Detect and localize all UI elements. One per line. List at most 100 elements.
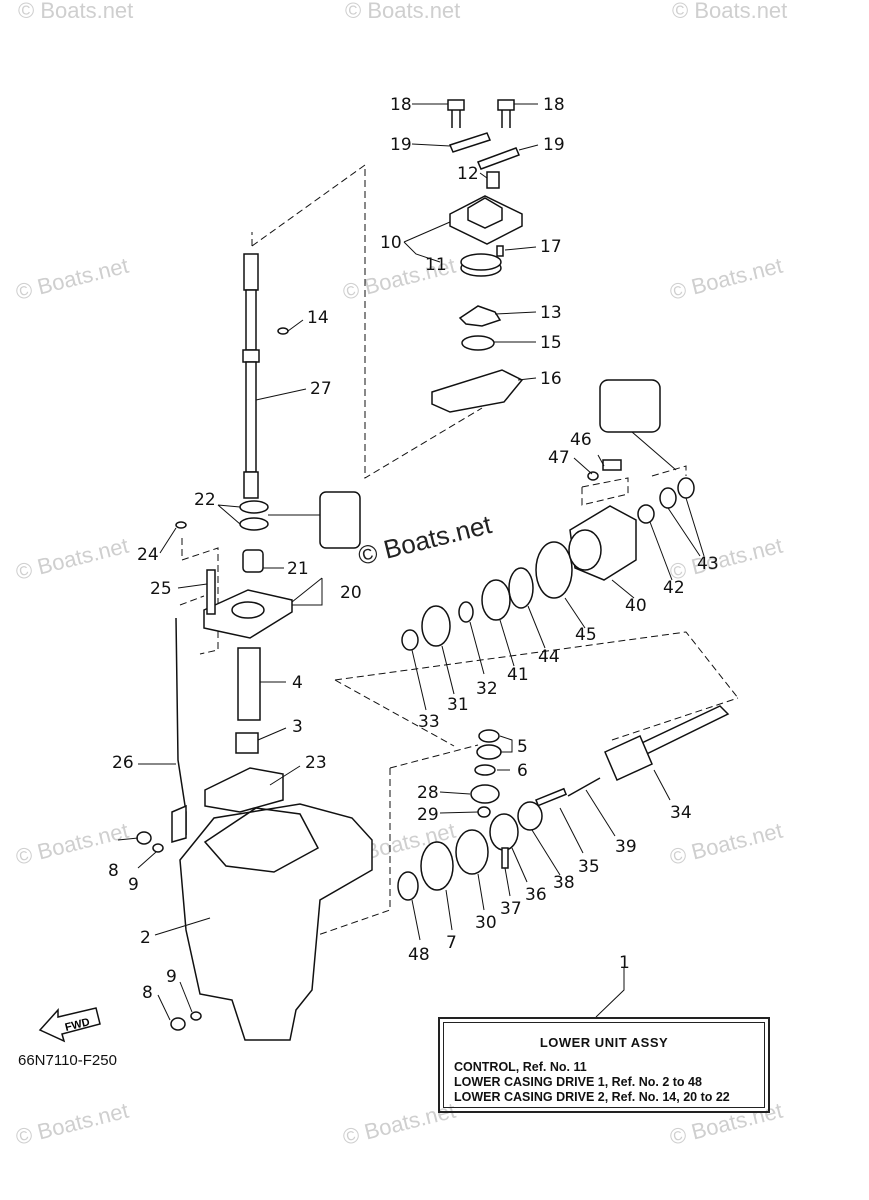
watermark: © Boats.net: [13, 1098, 131, 1150]
oil-seal-43a: [659, 487, 677, 509]
reverse-gear-30: [455, 829, 489, 875]
info-box-inner: LOWER UNIT ASSY CONTROL, Ref. No. 11 LOW…: [443, 1022, 765, 1108]
callout-25: 25: [150, 579, 172, 599]
bearing-41: [481, 579, 511, 621]
callout-47: 47: [548, 448, 570, 468]
callout-46: 46: [570, 430, 592, 450]
callout-39: 39: [615, 837, 637, 857]
callout-43: 43: [697, 554, 719, 574]
watermark: © Boats.net: [667, 533, 785, 585]
callout-23: 23: [305, 753, 327, 773]
fwd-arrow-icon: FWD: [38, 1007, 101, 1043]
clutch-36: [489, 813, 519, 851]
info-box-line: CONTROL, Ref. No. 11: [454, 1060, 587, 1074]
watermark: © Boats.net: [672, 0, 787, 23]
oil-seal-43b: [677, 477, 695, 499]
callout-6: 6: [517, 761, 528, 781]
washer-47: [587, 471, 599, 481]
nut-29: [477, 806, 491, 818]
drive-shaft-group: [171, 253, 361, 843]
shim-6: [474, 764, 496, 776]
watermark: © Boats.net: [13, 253, 131, 305]
callout-18: 18: [543, 95, 565, 115]
watermark: © Boats.net: [345, 0, 460, 23]
info-box-line: LOWER CASING DRIVE 1, Ref. No. 2 to 48: [454, 1075, 702, 1089]
info-box-title: LOWER UNIT ASSY: [539, 1035, 669, 1050]
plate-19-left: [448, 132, 492, 153]
grommet-3: [235, 732, 259, 754]
key-14: [277, 327, 289, 335]
bushing-21: [242, 549, 264, 573]
bearing-22b: [239, 517, 269, 531]
callout-26: 26: [112, 753, 134, 773]
callout-10: 10: [380, 233, 402, 253]
watermark: © Boats.net: [18, 0, 133, 23]
oring-44: [508, 567, 534, 609]
callout-42: 42: [663, 578, 685, 598]
callout-28: 28: [417, 783, 439, 803]
insert-12: [486, 171, 500, 189]
gasket-23: [204, 767, 284, 813]
callout-34: 34: [670, 803, 692, 823]
washer-48: [397, 871, 419, 901]
bolt-18-left: [451, 110, 461, 128]
oring-15: [461, 335, 495, 351]
callout-9: 9: [166, 967, 177, 987]
bolt-18-right-head: [497, 99, 515, 111]
callout-37: 37: [500, 899, 522, 919]
oil-seal-housing-20: [203, 589, 293, 639]
callout-16: 16: [540, 369, 562, 389]
bearing-5a: [478, 729, 500, 743]
callout-30: 30: [475, 913, 497, 933]
callout-15: 15: [540, 333, 562, 353]
seal-detail-bubble: [319, 491, 361, 549]
water-tube-4: [237, 647, 261, 721]
bolt-46: [602, 459, 622, 471]
callout-36: 36: [525, 885, 547, 905]
callout-19: 19: [390, 135, 412, 155]
fwd-label: FWD: [64, 1016, 91, 1034]
watermark: © Boats.net: [13, 533, 131, 585]
callout-12: 12: [457, 164, 479, 184]
oring-45: [535, 541, 573, 599]
callout-29: 29: [417, 805, 439, 825]
gasket-9-lower: [190, 1011, 202, 1021]
cc-detail-bubble: [599, 379, 661, 433]
callout-1: 1: [619, 953, 630, 973]
callout-35: 35: [578, 857, 600, 877]
callout-11: 11: [425, 255, 447, 275]
callout-44: 44: [538, 647, 560, 667]
callout-21: 21: [287, 559, 309, 579]
bearing-7: [420, 841, 454, 891]
callout-9: 9: [128, 875, 139, 895]
slider-35: [535, 787, 568, 807]
callout-13: 13: [540, 303, 562, 323]
callout-18: 18: [390, 95, 412, 115]
plug-8-lower: [170, 1017, 186, 1031]
leader-lines: [117, 103, 705, 1021]
callout-38: 38: [553, 873, 575, 893]
bearing-42: [637, 504, 655, 524]
callout-2: 2: [140, 928, 151, 948]
callout-8: 8: [142, 983, 153, 1003]
watermark: © Boats.net: [667, 818, 785, 870]
callout-41: 41: [507, 665, 529, 685]
drive-shaft-spline: [243, 253, 259, 291]
pin-37: [501, 847, 509, 869]
callout-19: 19: [543, 135, 565, 155]
bearing-5b: [476, 744, 502, 760]
info-box: LOWER UNIT ASSY CONTROL, Ref. No. 11 LOW…: [438, 1017, 770, 1113]
callout-14: 14: [307, 308, 329, 328]
callout-7: 7: [446, 933, 457, 953]
callout-45: 45: [575, 625, 597, 645]
diagram-code: 66N7110-F250: [18, 1052, 117, 1069]
dowel-17: [496, 245, 504, 257]
callout-22: 22: [194, 490, 216, 510]
spring-39: [567, 777, 601, 797]
callout-24: 24: [137, 545, 159, 565]
callout-27: 27: [310, 379, 332, 399]
callout-labels: 18 18 19 19 12 10 11 1 7 13 14 15 16 27 4…: [108, 95, 719, 1003]
callout-40: 40: [625, 596, 647, 616]
bolt-18-left-head: [447, 99, 465, 111]
